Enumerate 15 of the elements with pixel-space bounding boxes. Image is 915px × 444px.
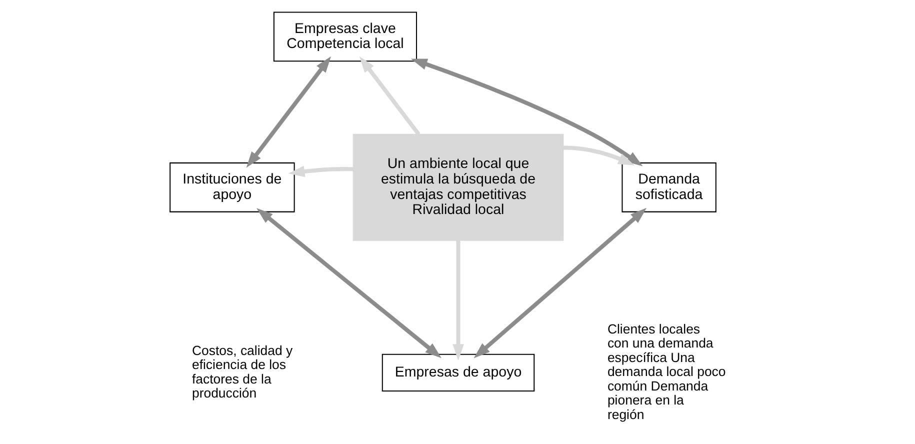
arrow <box>452 240 464 361</box>
node-box: Instituciones de apoyo <box>170 162 295 212</box>
arrow <box>359 56 420 136</box>
arrow <box>256 208 442 358</box>
label: Costos, calidad y eficiencia de los factores de la producción <box>192 342 293 401</box>
node-box: Empresas clave Competencia local <box>273 12 418 62</box>
label: Clientes locales con una demanda específica Una demanda local poco común Demanda pionera en la región <box>607 321 726 422</box>
node-box: Demanda sofisticada <box>622 162 716 212</box>
node-box: Empresas de apoyo <box>382 354 535 392</box>
node-box: Un ambiente local que estimula la búsqueda de ventajas competitivas Rivalidad local <box>352 134 564 241</box>
arrow <box>563 146 635 166</box>
arrow <box>410 58 643 166</box>
arrow <box>246 56 332 168</box>
arrow <box>474 208 647 358</box>
arrow <box>288 166 354 178</box>
